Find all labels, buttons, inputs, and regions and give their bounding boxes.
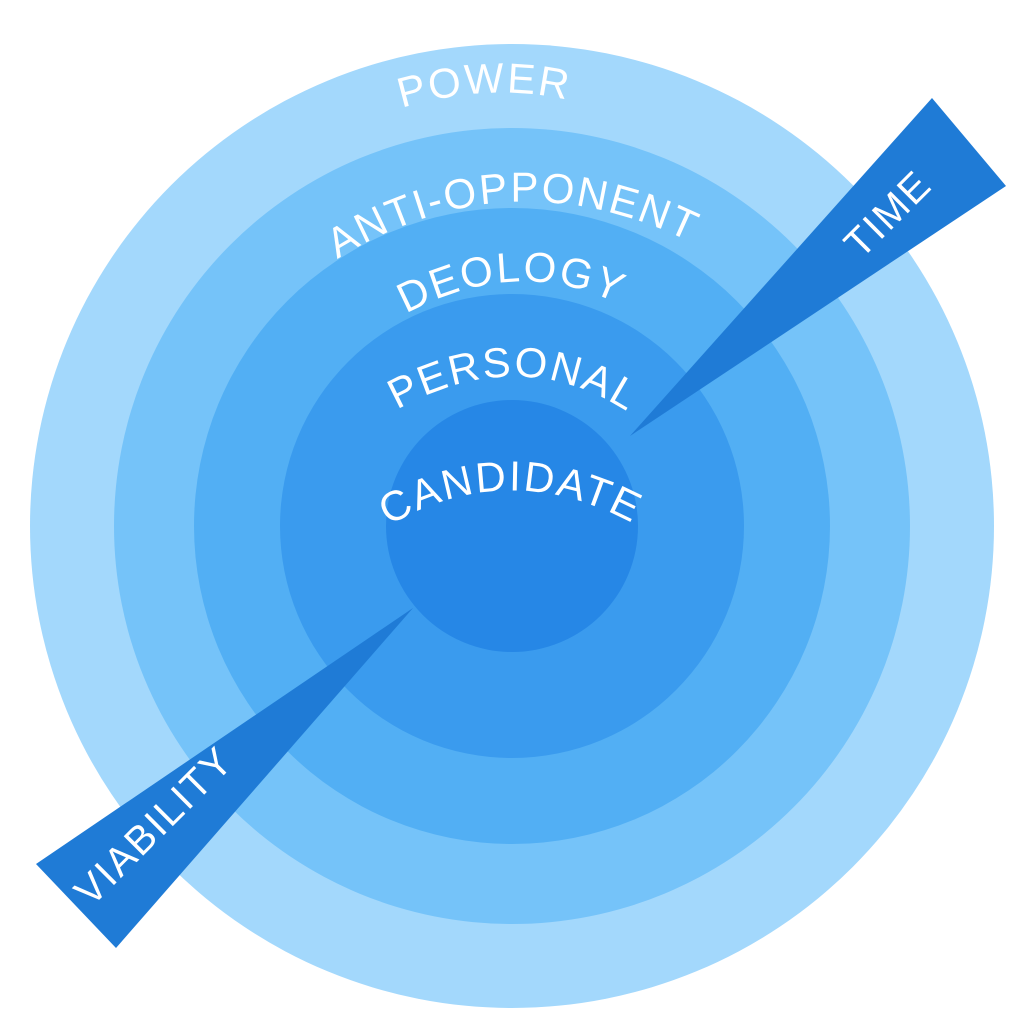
time-spike xyxy=(630,98,1006,436)
viability-spike xyxy=(36,608,413,948)
ring-candidate xyxy=(386,400,638,652)
